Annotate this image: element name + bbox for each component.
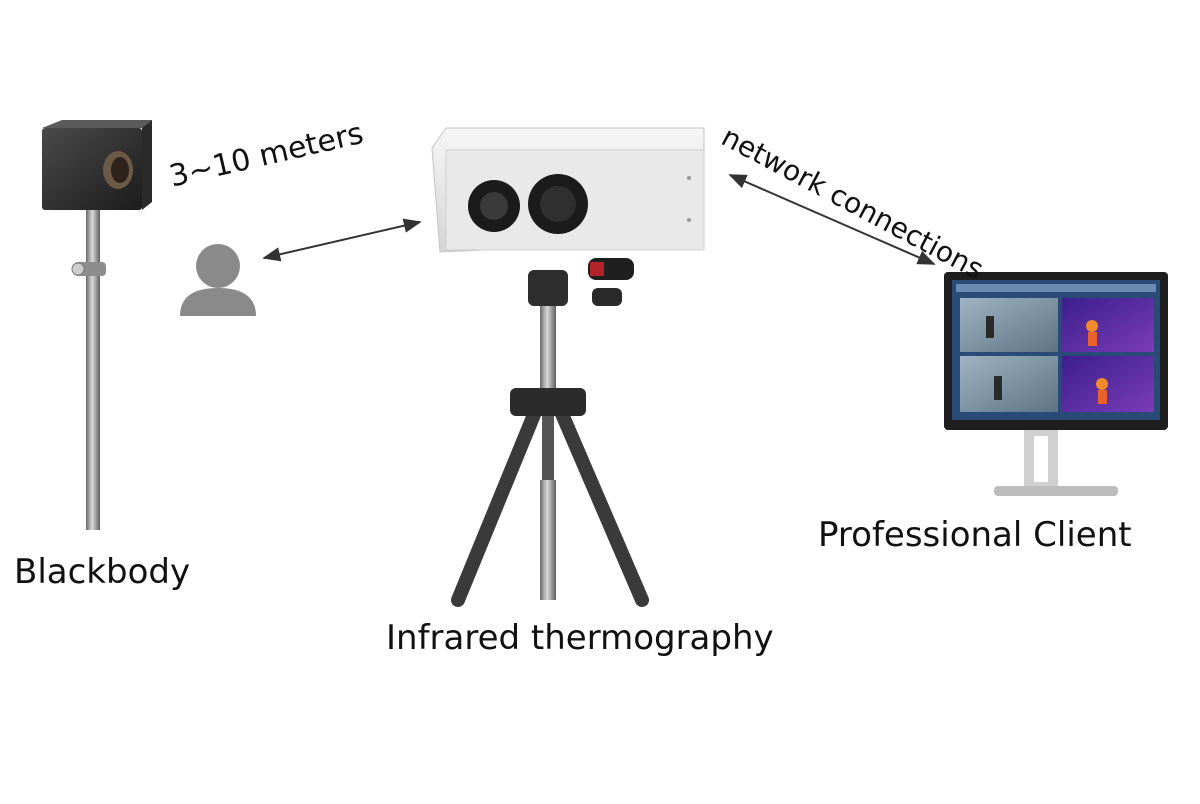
distance-arrow <box>262 218 422 262</box>
monitor-icon <box>944 272 1168 496</box>
person-icon <box>180 244 256 316</box>
thermal-camera-icon <box>431 127 705 607</box>
blackbody-device-icon <box>42 120 152 530</box>
network-arrow <box>728 174 936 265</box>
thermography-label: Infrared thermography <box>386 618 774 658</box>
client-label: Professional Client <box>818 515 1132 555</box>
blackbody-label: Blackbody <box>14 552 191 592</box>
